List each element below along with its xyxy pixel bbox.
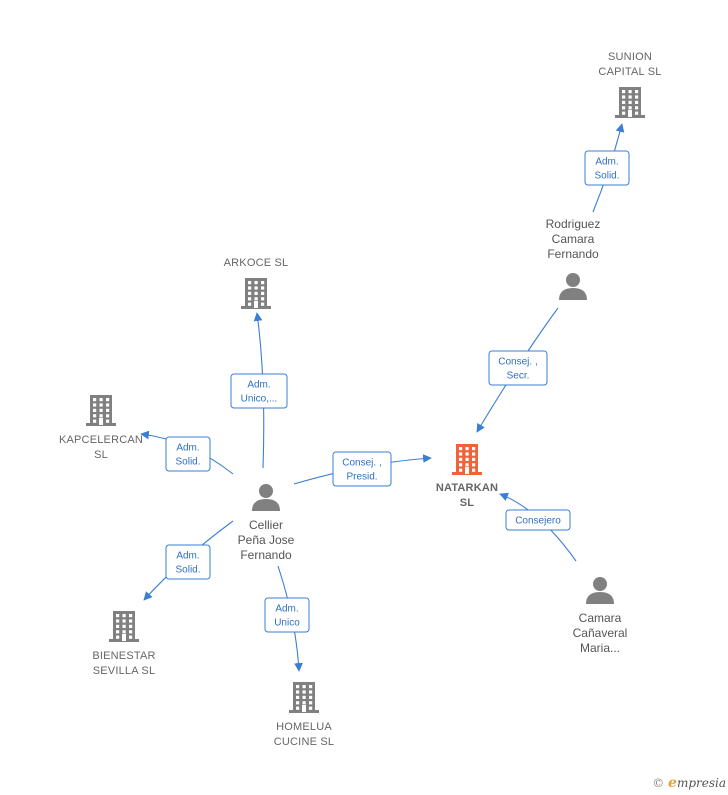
node-label: Cañaveral: [573, 626, 628, 640]
node-homelua[interactable]: HOMELUA CUCINE SL: [274, 682, 334, 748]
edge-label-cellier-bienestar[interactable]: Adm. Solid.: [165, 544, 211, 580]
node-label: HOMELUA: [276, 721, 332, 733]
edge-cellier-to-natarkan: Consej. , Presid.: [293, 451, 432, 487]
edge-cellier-to-bienestar: Adm. Solid.: [143, 520, 234, 601]
node-sunion[interactable]: SUNION CAPITAL SL: [598, 51, 661, 118]
edges-layer: Adm.Solid.Consej. ,Secr.Adm.Unico,...Adm…: [140, 123, 630, 672]
edge-cellier-to-arkoce: Adm. Unico,...: [230, 312, 288, 469]
edge-label-text: Adm.: [176, 551, 199, 562]
edge-label-text: Presid.: [346, 472, 377, 483]
building-icon: [109, 611, 139, 642]
node-bienestar[interactable]: BIENESTAR SEVILLA SL: [92, 611, 155, 677]
building-icon: [241, 278, 271, 309]
node-label: Fernando: [240, 548, 292, 562]
edge-label-box: [488, 350, 548, 386]
node-label: NATARKAN: [436, 482, 498, 494]
edge-label-text: Adm.: [247, 380, 270, 391]
edge-camara-to-natarkan: Consejero: [499, 492, 577, 562]
edge-label-box: [584, 150, 630, 186]
node-label: Cellier: [249, 518, 283, 532]
node-natarkan[interactable]: NATARKAN SL: [436, 444, 498, 509]
edge-label-text: Secr.: [507, 371, 530, 382]
edge-label-box: [165, 544, 211, 580]
node-label: CAPITAL SL: [598, 66, 661, 78]
edge-label-text: Consej. ,: [342, 458, 381, 469]
node-label: KAPCELERCAN: [59, 434, 143, 446]
node-arkoce[interactable]: ARKOCE SL: [224, 257, 289, 309]
building-icon: [615, 87, 645, 118]
node-label: SL: [460, 497, 475, 509]
node-label: Camara: [552, 232, 595, 246]
node-label: SUNION: [608, 51, 652, 63]
edge-rodriguez-to-sunion: Adm. Solid.: [584, 123, 630, 213]
node-camara[interactable]: CamaraCañaveralMaria...: [573, 577, 628, 655]
node-label: ARKOCE SL: [224, 257, 289, 269]
edge-label-box: [230, 373, 288, 409]
edge-label-cellier-kapcelercan[interactable]: Adm. Solid.: [165, 436, 211, 472]
edge-label-text: Adm.: [176, 443, 199, 454]
edge-label-text: Solid.: [594, 171, 619, 182]
edge-label-box: [165, 436, 211, 472]
edge-label-cellier-homelua[interactable]: Adm. Unico: [264, 597, 310, 633]
person-icon: [559, 273, 587, 300]
footer-credit: © empresia: [652, 775, 726, 791]
node-label: Fernando: [547, 247, 599, 261]
edge-label-rodriguez-natarkan[interactable]: Consej. , Secr.: [488, 350, 548, 386]
edge-label-cellier-natarkan[interactable]: Consej. , Presid.: [332, 451, 392, 487]
node-label: Maria...: [580, 641, 620, 655]
edge-label-text: Solid.: [175, 457, 200, 468]
edge-label-text: Solid.: [175, 565, 200, 576]
node-kapcelercan[interactable]: KAPCELERCAN SL: [59, 395, 143, 461]
edge-label-text: Adm.: [275, 604, 298, 615]
edge-label-box: [505, 509, 571, 531]
edge-cellier-to-kapcelercan: Adm. Solid.: [140, 430, 234, 475]
edge-label-camara-natarkan[interactable]: Consejero: [505, 509, 571, 531]
building-icon: [289, 682, 319, 713]
building-icon: [86, 395, 116, 426]
edge-label-text: Unico: [274, 618, 300, 629]
node-label: Rodriguez: [546, 217, 601, 231]
edge-label-rodriguez-sunion[interactable]: Adm. Solid.: [584, 150, 630, 186]
building-icon: [452, 444, 482, 475]
edge-label-cellier-arkoce[interactable]: Adm. Unico,...: [230, 373, 288, 409]
node-label: SL: [94, 449, 108, 461]
person-icon: [586, 577, 614, 604]
edge-label-text: Consejero: [515, 516, 561, 527]
edge-cellier-to-homelua: Adm. Unico: [264, 565, 310, 672]
edge-label-text: Adm.: [595, 157, 618, 168]
edge-label-text: Unico,...: [241, 394, 278, 405]
node-label: Camara: [579, 611, 622, 625]
edge-label-box: [332, 451, 392, 487]
edge-label-box: [264, 597, 310, 633]
node-label: BIENESTAR: [92, 650, 155, 662]
brand-logo[interactable]: empresia: [668, 775, 726, 791]
node-label: SEVILLA SL: [93, 665, 156, 677]
node-label: CUCINE SL: [274, 736, 334, 748]
edge-label-text: Consej. ,: [498, 357, 537, 368]
person-icon: [252, 484, 280, 511]
copyright-symbol: ©: [652, 776, 665, 790]
node-label: Peña Jose: [238, 533, 295, 547]
edge-rodriguez-to-natarkan: Consej. , Secr.: [476, 307, 559, 433]
